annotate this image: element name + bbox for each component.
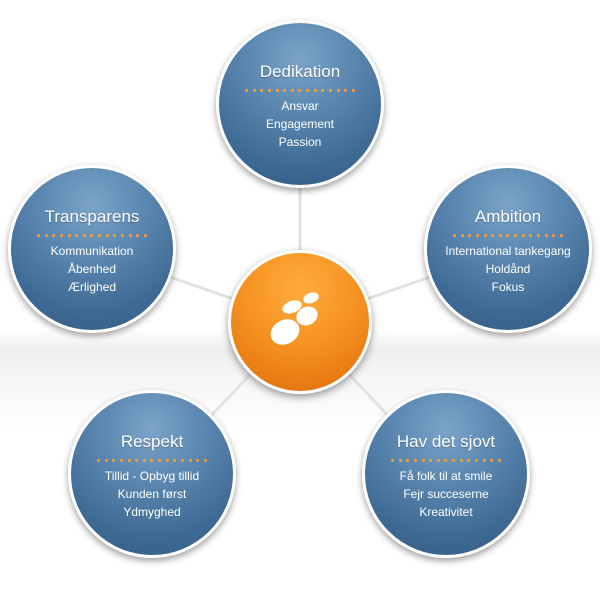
node-title: Dedikation xyxy=(259,62,341,81)
value-node-transparens: Transparens Kommunikation Åbenhed Ærligh… xyxy=(8,165,176,333)
node-item: Kommunikation xyxy=(50,244,134,258)
node-item: Ærlighed xyxy=(67,280,117,294)
node-item: Åbenhed xyxy=(67,262,117,276)
node-title: Transparens xyxy=(44,207,140,226)
center-logo-node xyxy=(228,250,372,394)
value-node-hav-det-sjovt: Hav det sjovt Få folk til at smile Fejr … xyxy=(362,390,530,558)
node-title: Respekt xyxy=(120,432,184,451)
node-items: Kommunikation Åbenhed Ærlighed xyxy=(17,242,167,296)
node-item: Ydmyghed xyxy=(123,505,181,519)
dotted-divider xyxy=(245,88,355,92)
node-title: Hav det sjovt xyxy=(396,432,496,451)
dotted-divider xyxy=(97,458,207,462)
node-item: Kunden først xyxy=(117,487,187,501)
node-item: Holdånd xyxy=(485,262,531,276)
company-logo-icon xyxy=(270,292,319,345)
node-item: Fokus xyxy=(491,280,525,294)
node-items: International tankegang Holdånd Fokus xyxy=(433,242,583,296)
value-node-dedikation: Dedikation Ansvar Engagement Passion xyxy=(216,20,384,188)
node-item: Ansvar xyxy=(281,99,319,113)
node-item: Passion xyxy=(278,135,322,149)
value-node-respekt: Respekt Tillid - Opbyg tillid Kunden før… xyxy=(68,390,236,558)
node-title: Ambition xyxy=(474,207,542,226)
node-items: Ansvar Engagement Passion xyxy=(225,97,375,151)
dotted-divider xyxy=(453,233,563,237)
node-item: Fejr succeserne xyxy=(403,487,489,501)
node-items: Få folk til at smile Fejr succeserne Kre… xyxy=(371,467,521,521)
value-node-ambition: Ambition International tankegang Holdånd… xyxy=(424,165,592,333)
node-item: International tankegang xyxy=(445,244,571,258)
node-item: Engagement xyxy=(265,117,335,131)
node-item: Kreativitet xyxy=(419,505,473,519)
dotted-divider xyxy=(391,458,501,462)
node-item: Få folk til at smile xyxy=(399,469,493,483)
node-item: Tillid - Opbyg tillid xyxy=(104,469,200,483)
dotted-divider xyxy=(37,233,147,237)
node-items: Tillid - Opbyg tillid Kunden først Ydmyg… xyxy=(77,467,227,521)
